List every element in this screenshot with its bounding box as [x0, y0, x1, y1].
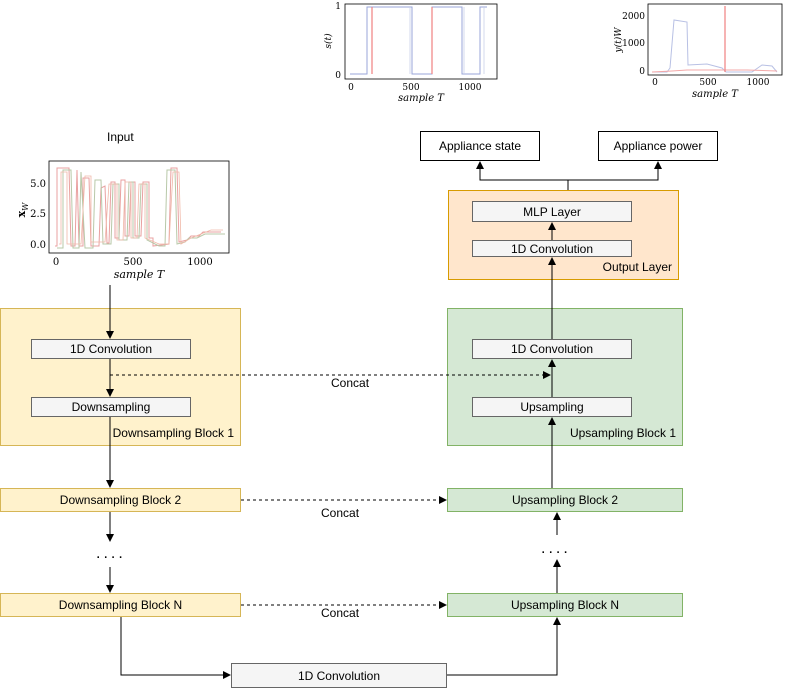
power-signal-traces — [651, 6, 778, 73]
output-conv-box: 1D Convolution — [472, 240, 632, 257]
state-xtick-2: 1000 — [459, 83, 482, 93]
input-xlabel: sample T — [114, 268, 166, 281]
power-ytick-1: 1000 — [622, 39, 645, 49]
concat-label-1: Concat — [331, 376, 370, 390]
decoder-ellipsis: .... — [541, 540, 571, 557]
input-xtick-1: 500 — [123, 257, 142, 268]
appliance-power-box: Appliance power — [598, 131, 718, 161]
input-ylabel-main: x — [19, 210, 28, 217]
encoder-ellipsis: .... — [96, 545, 126, 562]
upsampling-block-n: Upsampling Block N — [447, 593, 683, 617]
upsampling-block-1: Upsampling Block 1 — [447, 308, 683, 446]
downsampling-block-2: Downsampling Block 2 — [0, 488, 241, 512]
upsampling-block-1-title: Upsampling Block 1 — [569, 426, 676, 440]
input-xtick-0: 0 — [53, 257, 59, 268]
input-signal-traces — [55, 167, 225, 249]
arrow-output-to-state — [476, 161, 569, 190]
power-xtick-1: 500 — [699, 78, 716, 88]
decoder-upsampling-box: Upsampling — [472, 397, 632, 417]
output-layer-title: Output Layer — [602, 260, 672, 274]
encoder-conv-box: 1D Convolution — [31, 339, 191, 359]
appliance-state-box: Appliance state — [420, 131, 540, 161]
input-ylabel: xW — [19, 202, 30, 218]
input-xtick-2: 1000 — [187, 257, 212, 268]
state-signal-traces — [350, 6, 487, 75]
state-ylabel: s(t) — [323, 33, 334, 49]
mlp-layer-box: MLP Layer — [472, 201, 632, 222]
input-plot: 5.0 2.5 0.0 0 500 1000 sample T xW — [19, 158, 233, 283]
downsampling-block-1: Downsampling Block 1 — [0, 308, 241, 446]
input-ylabel-sub: W — [21, 202, 30, 211]
state-plot: 1 0 0 500 1000 sample T s(t) — [322, 0, 500, 108]
bottleneck-conv-box: 1D Convolution — [231, 663, 447, 688]
input-ytick-1: 2.5 — [30, 209, 46, 220]
arrow-output-to-power — [568, 161, 662, 181]
power-plot: 2000 1000 0 0 500 1000 sample T y(t)W — [612, 0, 784, 104]
upsampling-block-2: Upsampling Block 2 — [447, 488, 683, 512]
state-xtick-1: 500 — [402, 83, 419, 93]
power-xtick-2: 1000 — [747, 78, 770, 88]
power-ytick-0: 0 — [639, 67, 645, 77]
power-xtick-0: 0 — [652, 78, 658, 88]
encoder-downsampling-box: Downsampling — [31, 397, 191, 417]
state-xlabel: sample T — [398, 93, 445, 104]
input-title: Input — [107, 130, 134, 144]
input-ytick-0: 0.0 — [30, 240, 46, 251]
power-ylabel: y(t)W — [613, 27, 624, 54]
state-ytick-0: 0 — [335, 71, 341, 81]
arrow-bottleneck-to-upblockn — [447, 617, 561, 676]
arrow-blockn-to-bottleneck — [120, 617, 231, 679]
concat-label-2: Concat — [321, 506, 360, 520]
state-ytick-1: 1 — [335, 2, 341, 12]
downsampling-block-1-title: Downsampling Block 1 — [112, 426, 234, 440]
downsampling-block-n: Downsampling Block N — [0, 593, 241, 617]
input-ytick-2: 5.0 — [30, 179, 46, 190]
power-ytick-2: 2000 — [622, 12, 645, 22]
state-xtick-0: 0 — [348, 83, 354, 93]
power-xlabel: sample T — [692, 89, 739, 100]
concat-label-3: Concat — [321, 606, 360, 620]
decoder-conv-box: 1D Convolution — [472, 339, 632, 359]
